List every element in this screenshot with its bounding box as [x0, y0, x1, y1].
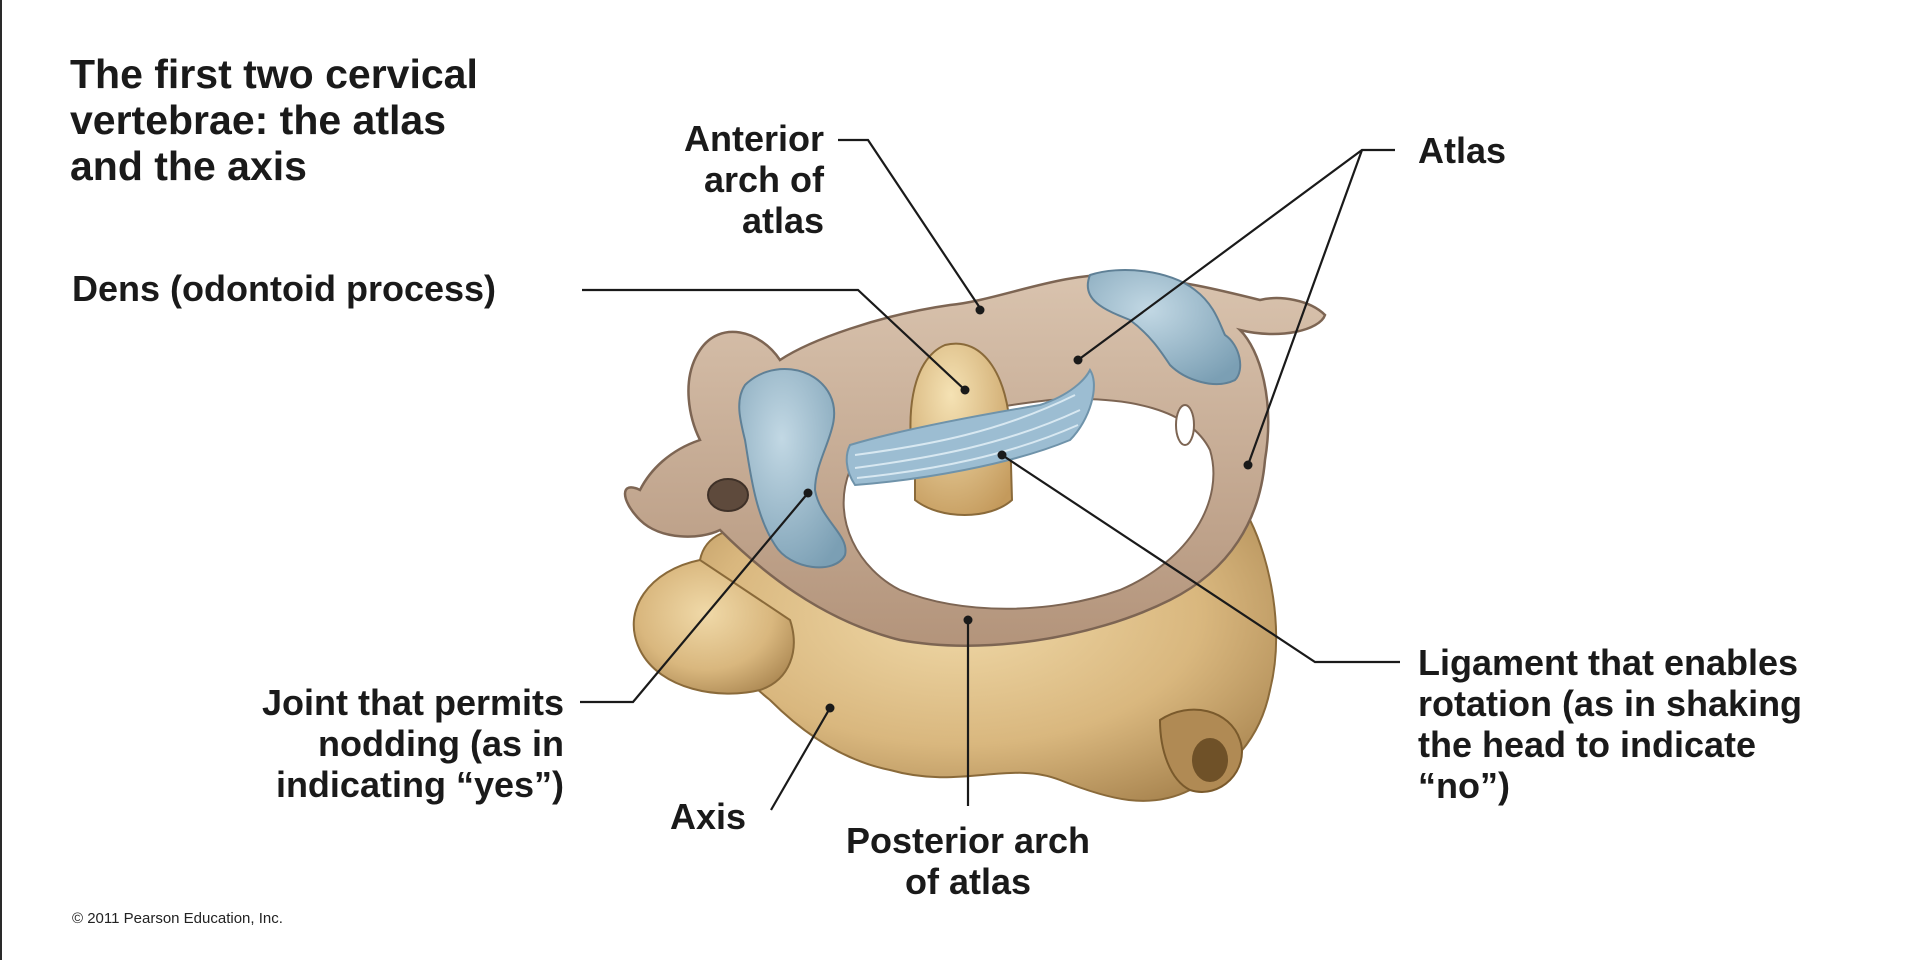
- leader-ligament: [1001, 454, 1400, 664]
- leader-joint: [580, 492, 809, 704]
- transverse-ligament: [845, 368, 1095, 487]
- label-axis: Axis: [670, 796, 747, 837]
- leader-dens: [582, 288, 966, 391]
- left-frame-edge: [0, 0, 2, 960]
- figure-title: The first two cervical vertebrae: the at…: [70, 51, 478, 189]
- left-facet-cartilage: [738, 368, 847, 569]
- label-joint: Joint that permits nodding (as in indica…: [261, 682, 564, 806]
- leader-axis: [770, 707, 831, 811]
- label-ligament: Ligament that enables rotation (as in sh…: [1418, 642, 1803, 807]
- copyright-notice: © 2011 Pearson Education, Inc.: [72, 910, 283, 927]
- right-facet-cartilage: [1086, 269, 1242, 385]
- leader-lines: [580, 138, 1400, 811]
- leader-dots: [803, 305, 1253, 713]
- label-atlas: Atlas: [1418, 130, 1507, 171]
- leader-atlas-2: [1246, 149, 1364, 466]
- label-posterior-arch: Posterior arch of atlas: [845, 820, 1091, 903]
- leader-anterior-arch: [838, 138, 981, 309]
- label-dens: Dens (odontoid process): [72, 268, 497, 309]
- label-anterior-arch: Anterior arch of atlas: [683, 118, 824, 242]
